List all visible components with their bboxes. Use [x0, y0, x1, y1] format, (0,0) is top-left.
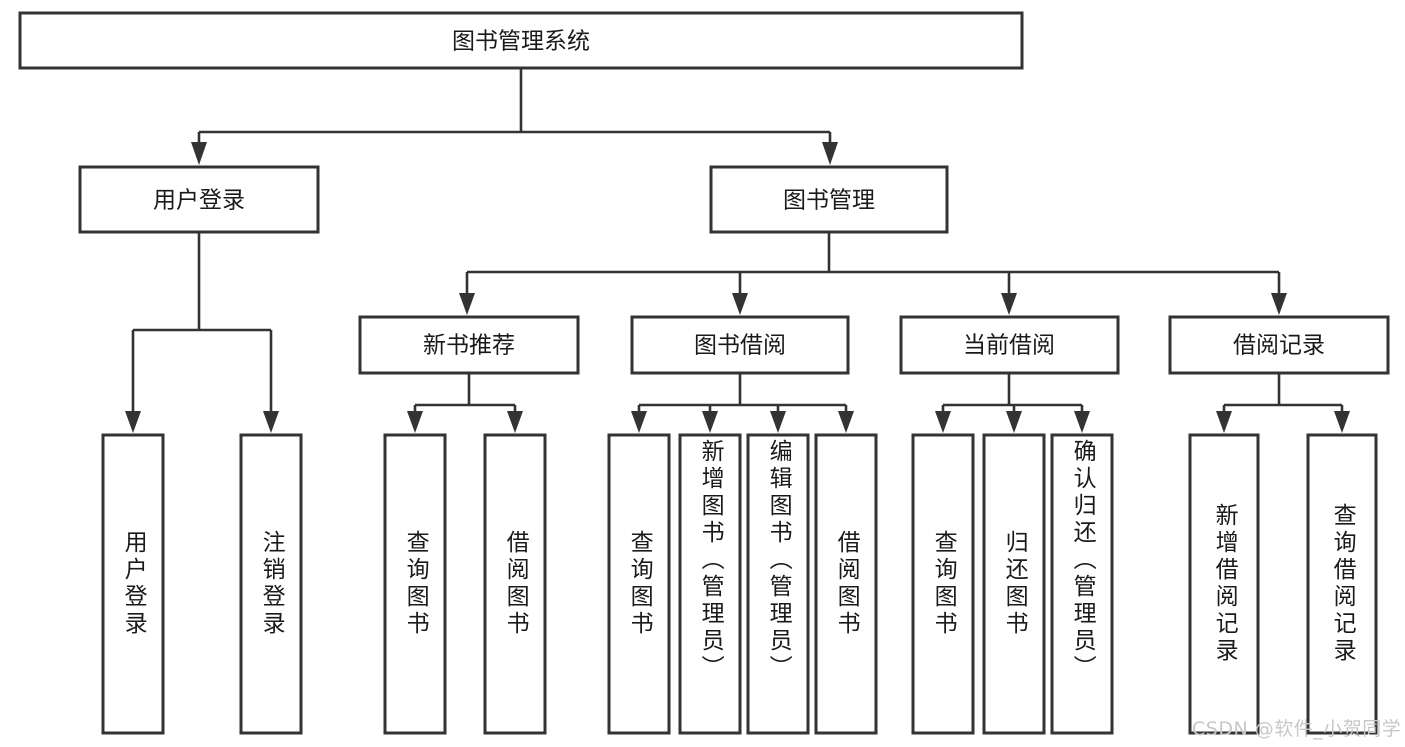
leaf-box-borrow-book-rec[interactable] [483, 433, 547, 735]
arrow-head-leaf-logout [263, 411, 279, 433]
leaf-box-add-book-admin[interactable] [678, 433, 742, 735]
node-box-book-borrow[interactable] [630, 315, 850, 375]
leaf-box-add-borrow-record[interactable] [1188, 433, 1260, 735]
arrow-head-newbook-borrow [507, 411, 523, 433]
arrow-head-current-confirm [1074, 411, 1090, 433]
arrow-head-user-login [191, 142, 207, 165]
connector-layer [125, 68, 1350, 433]
node-label-borrow-record: 借阅记录 [1233, 333, 1325, 359]
node-box-current-borrow[interactable] [899, 315, 1120, 375]
leaf-box-edit-book-admin[interactable] [746, 433, 810, 735]
leaf-box-return-book[interactable] [982, 433, 1046, 735]
node-label-current-borrow: 当前借阅 [963, 333, 1055, 359]
leaf-box-user-login[interactable] [101, 433, 165, 735]
node-box-new-book-recommend[interactable] [358, 315, 580, 375]
leaf-box-borrow-book[interactable] [814, 433, 878, 735]
arrow-head-borrow-query [631, 411, 647, 433]
arrow-head-newbook-query [407, 411, 423, 433]
node-label-book-management: 图书管理 [783, 188, 875, 214]
arrow-head-leaf-user-login [125, 411, 141, 433]
arrow-head-record [1271, 293, 1287, 315]
arrow-head-borrow-lend [838, 411, 854, 433]
arrow-head-newbook [459, 293, 475, 315]
leaf-box-query-book-current[interactable] [911, 433, 975, 735]
leaf-box-confirm-return-admin[interactable] [1050, 433, 1114, 735]
node-box-root[interactable] [18, 11, 1024, 70]
node-box-book-management[interactable] [709, 165, 949, 234]
leaf-box-query-book-borrow[interactable] [607, 433, 671, 735]
node-box-borrow-record[interactable] [1168, 315, 1390, 375]
arrow-head-borrow [732, 293, 748, 315]
arrow-head-record-add [1216, 411, 1232, 433]
arrow-head-current-return [1006, 411, 1022, 433]
leaf-box-query-borrow-record[interactable] [1306, 433, 1378, 735]
arrow-head-current [1001, 293, 1017, 315]
arrow-head-borrow-add [702, 411, 718, 433]
node-layer: 图书管理系统 用户登录 图书管理 新书推荐 图书借阅 当前借阅 借阅记录 [18, 11, 1390, 735]
node-label-new-book-recommend: 新书推荐 [423, 333, 515, 359]
node-box-user-login[interactable] [78, 165, 320, 234]
node-label-user-login: 用户登录 [153, 188, 245, 214]
arrow-head-current-query [935, 411, 951, 433]
node-label-book-borrow: 图书借阅 [694, 333, 786, 359]
arrow-head-book-mgmt [822, 142, 838, 165]
arrow-head-borrow-edit [770, 411, 786, 433]
leaf-box-query-book-rec[interactable] [383, 433, 447, 735]
leaf-box-logout[interactable] [239, 433, 303, 735]
watermark-text: CSDN @软件_小贺同学 [1192, 718, 1402, 740]
arrow-head-record-query [1334, 411, 1350, 433]
node-label-root: 图书管理系统 [452, 29, 590, 55]
